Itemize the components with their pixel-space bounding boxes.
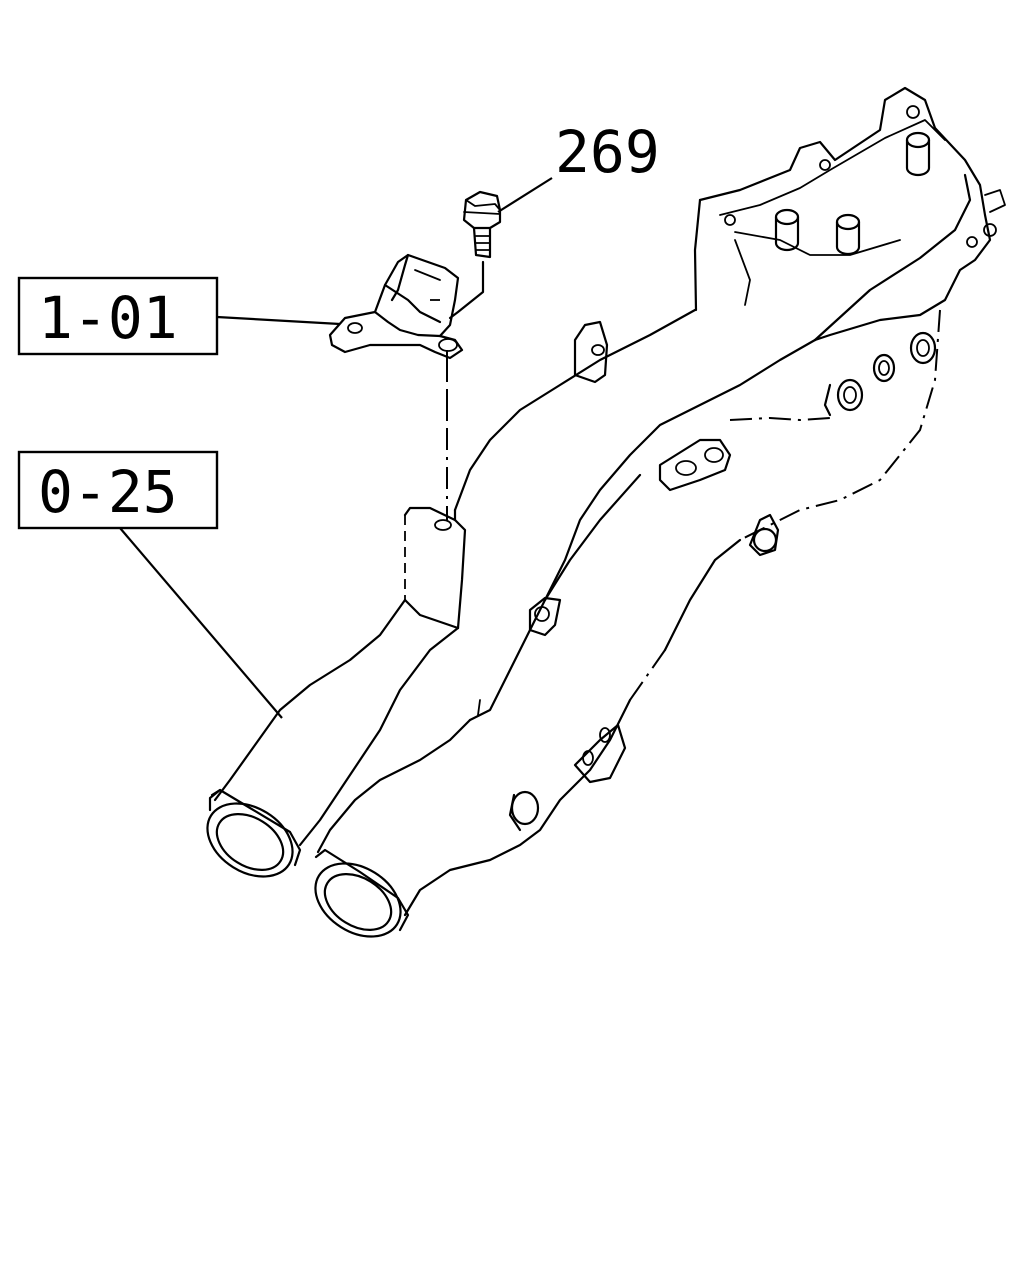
callout-269: 269 — [497, 118, 660, 213]
bolt — [446, 190, 502, 420]
callout-1-01: 1-01 — [17, 276, 341, 356]
part-number-0-25: 0-25 — [38, 458, 178, 526]
callout-0-25: 0-25 — [17, 450, 283, 719]
part-number-1-01: 1-01 — [38, 284, 178, 352]
top-boss — [774, 131, 931, 256]
left-outlet — [206, 788, 302, 878]
bracket — [328, 253, 464, 360]
intake-manifold — [206, 86, 1006, 938]
part-number-269: 269 — [555, 118, 660, 186]
right-outlet — [314, 848, 410, 938]
